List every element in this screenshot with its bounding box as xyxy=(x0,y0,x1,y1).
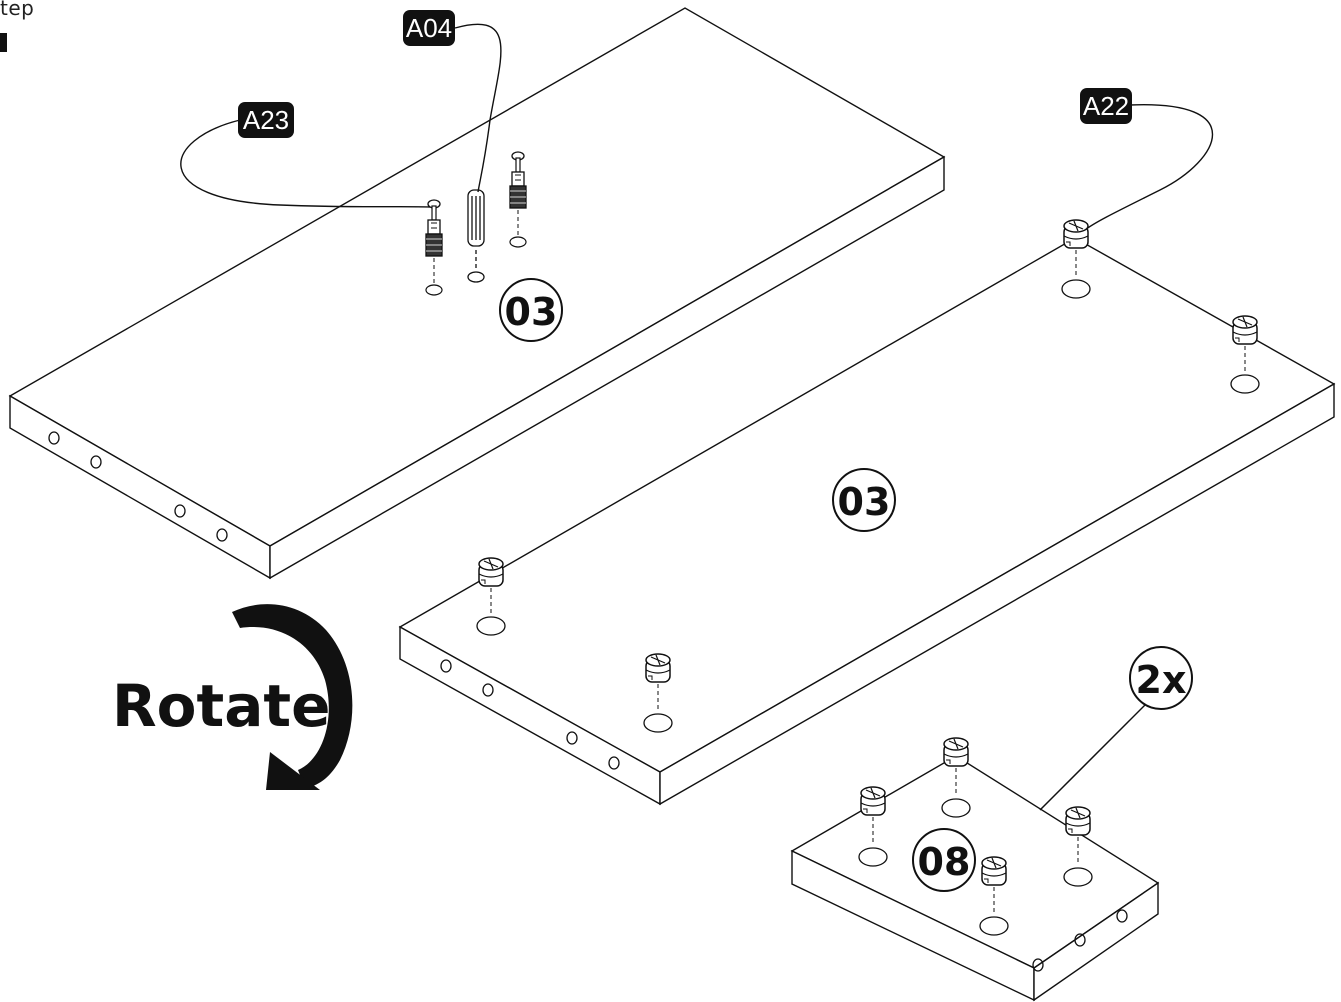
rotate-arrow-icon xyxy=(232,604,353,790)
callout-a23-label: A23 xyxy=(243,105,289,135)
step-marker xyxy=(0,33,7,52)
quantity-label: 2x xyxy=(1136,658,1187,702)
step-label: tep xyxy=(0,0,35,20)
callout-a04-label: A04 xyxy=(406,13,452,43)
wooden-dowel-a04 xyxy=(467,189,485,283)
part-id-label: 08 xyxy=(918,840,971,884)
part-id-badge: 03 xyxy=(499,278,563,342)
part-id-badge: 08 xyxy=(912,828,976,892)
small-panel xyxy=(790,755,1160,1002)
callout-a22-label: A22 xyxy=(1083,91,1129,121)
small-panel-edge-holes xyxy=(1032,909,1128,972)
quantity-badge: 2x xyxy=(1129,646,1193,710)
callout-a04: A04 xyxy=(403,10,455,46)
leader-lines xyxy=(180,23,1214,231)
part-id-label: 03 xyxy=(838,480,891,524)
board-right-cam-holes xyxy=(476,279,1260,733)
board-top xyxy=(8,7,946,580)
callout-a22: A22 xyxy=(1080,88,1132,124)
small-panel-cam-holes xyxy=(858,798,1093,936)
board-right-edge-holes xyxy=(440,659,620,770)
callout-a23: A23 xyxy=(238,102,294,138)
quantity-leader xyxy=(1039,699,1151,811)
rotate-instruction: Rotate xyxy=(112,672,330,740)
part-id-badge: 03 xyxy=(832,468,896,532)
board-top-edge-holes xyxy=(48,431,228,542)
part-id-label: 03 xyxy=(505,290,558,334)
